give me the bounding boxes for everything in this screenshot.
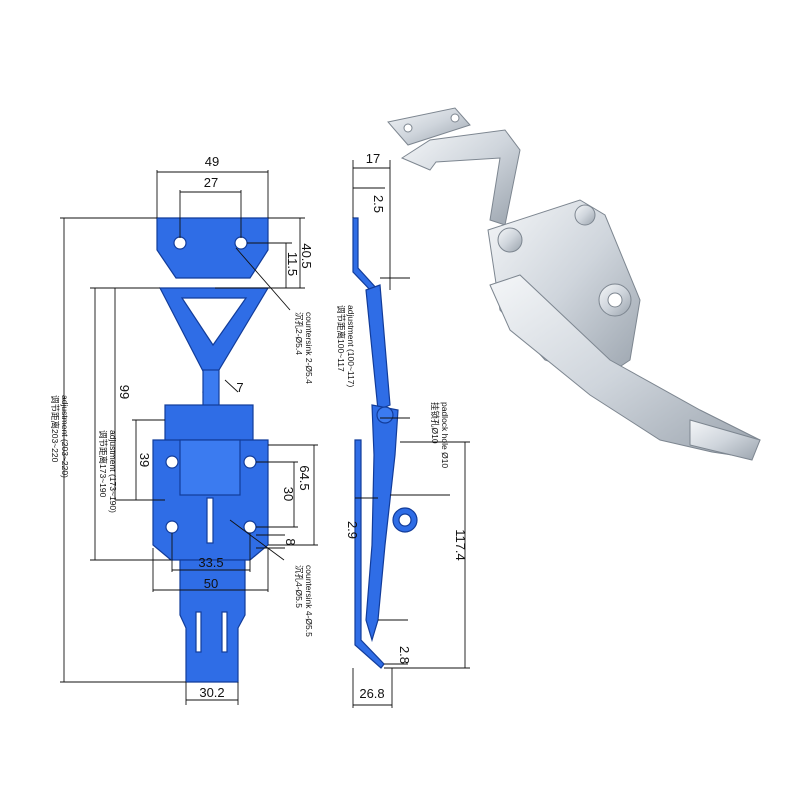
svg-text:padlock hole Ø10: padlock hole Ø10 bbox=[440, 402, 450, 468]
base-hole-tl bbox=[165, 455, 179, 469]
padlock-note: 挂锁孔Ø10 padlock hole Ø10 bbox=[430, 402, 450, 468]
svg-text:调节距离173~190: 调节距离173~190 bbox=[98, 430, 108, 498]
front-dimension-lines bbox=[60, 170, 318, 705]
side-hook-arm bbox=[365, 284, 391, 411]
dim-8: 8 bbox=[283, 538, 298, 545]
dim-27: 27 bbox=[204, 175, 218, 190]
photo-top-hole-right bbox=[450, 113, 460, 123]
dim-17: 17 bbox=[366, 151, 380, 166]
svg-text:挂锁孔Ø10: 挂锁孔Ø10 bbox=[430, 402, 440, 444]
lever-body bbox=[164, 404, 254, 446]
svg-text:adjustment (100~117): adjustment (100~117) bbox=[346, 305, 356, 387]
side-dimension-lines bbox=[352, 160, 470, 708]
dim-50: 50 bbox=[204, 576, 218, 591]
top-hole-right bbox=[234, 236, 248, 250]
adjust-mid-note: 调节距离173~190 adjustment (173~190) bbox=[98, 430, 118, 513]
photo-top-plate bbox=[387, 107, 471, 146]
slot-opening bbox=[206, 497, 214, 544]
svg-text:调节距离203~220: 调节距离203~220 bbox=[50, 395, 60, 463]
dim-49: 49 bbox=[205, 154, 219, 169]
side-padlock-hole bbox=[398, 513, 412, 527]
photo-pivot bbox=[497, 227, 523, 253]
top-mounting-plate bbox=[156, 217, 269, 279]
svg-text:沉孔4-Ø5.5: 沉孔4-Ø5.5 bbox=[294, 565, 304, 608]
countersink-bottom-note: 沉孔4-Ø5.5 countersink 4-Ø5.5 bbox=[294, 565, 314, 637]
base-hole-tr bbox=[243, 455, 257, 469]
catch-slot-left bbox=[195, 611, 202, 653]
side-lever bbox=[365, 404, 399, 643]
photo-catch bbox=[689, 419, 761, 461]
svg-text:countersink 2-Ø5.4: countersink 2-Ø5.4 bbox=[304, 312, 314, 384]
dim-30-2: 30.2 bbox=[199, 685, 224, 700]
side-view bbox=[352, 217, 418, 669]
photo-padlock-hole bbox=[607, 292, 623, 308]
photo-loop bbox=[400, 129, 521, 226]
dim-2-9: 2.9 bbox=[345, 521, 360, 539]
side-top-flange bbox=[352, 217, 379, 295]
dim-11-5: 11.5 bbox=[285, 252, 300, 276]
svg-text:adjustment (173~190): adjustment (173~190) bbox=[108, 430, 118, 513]
product-photo bbox=[387, 107, 761, 461]
center-slot bbox=[179, 439, 241, 496]
photo-top-hole-left bbox=[403, 123, 413, 133]
dim-26-8: 26.8 bbox=[359, 686, 384, 701]
dim-40-5: 40.5 bbox=[299, 243, 314, 268]
dim-2-5: 2.5 bbox=[371, 195, 386, 213]
base-hole-bl bbox=[165, 520, 179, 534]
countersink-top-note: 沉孔2-Ø5.4 countersink 2-Ø5.4 bbox=[294, 312, 314, 384]
svg-text:沉孔2-Ø5.4: 沉孔2-Ø5.4 bbox=[294, 312, 304, 355]
dim-39: 39 bbox=[137, 453, 152, 467]
photo-pin bbox=[574, 204, 596, 226]
dim-2-8: 2.8 bbox=[397, 646, 412, 664]
dim-7: 7 bbox=[236, 380, 243, 395]
adjust-total-note: 调节距离203~220 adjustment (203~220) bbox=[50, 395, 70, 478]
side-pivot bbox=[376, 406, 394, 424]
dim-33-5: 33.5 bbox=[198, 555, 223, 570]
dim-99: 99 bbox=[117, 385, 132, 399]
catch-slot-right bbox=[221, 611, 228, 653]
svg-text:countersink 4-Ø5.5: countersink 4-Ø5.5 bbox=[304, 565, 314, 637]
dim-30: 30 bbox=[281, 487, 296, 501]
front-view bbox=[152, 217, 270, 683]
adjust-side-note: 调节距离100~117 adjustment (100~117) bbox=[336, 305, 356, 387]
svg-text:adjustment (203~220): adjustment (203~220) bbox=[60, 395, 70, 478]
dim-64-5: 64.5 bbox=[297, 465, 312, 490]
top-hole-left bbox=[173, 236, 187, 250]
svg-text:调节距离100~117: 调节距离100~117 bbox=[336, 305, 346, 372]
dim-117-4: 117.4 bbox=[453, 529, 468, 561]
